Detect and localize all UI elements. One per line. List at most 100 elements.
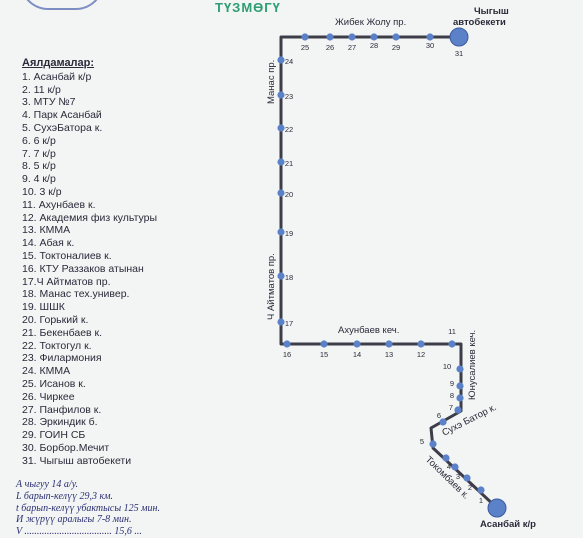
stop-number-label: 23	[285, 92, 293, 101]
legend-item: 9. 4 к/р	[22, 173, 56, 186]
legend-item: 1. Асанбай к/р	[22, 70, 92, 83]
stop-number-label: 18	[285, 273, 293, 282]
legend-item: 21. Бекенбаев к.	[22, 326, 103, 339]
stop-number-label: 10	[443, 362, 451, 371]
legend-item: 16. КТУ Раззаков атынан	[22, 262, 144, 275]
stop-marker	[456, 394, 464, 402]
stop-marker	[463, 474, 471, 482]
stop-number-label: 6	[437, 411, 441, 420]
stop-number-label: 27	[348, 43, 356, 52]
stop-marker	[456, 365, 464, 373]
route-info-speed: V ................................... 15…	[16, 526, 142, 538]
legend-item: 30. Борбор.Мечит	[22, 441, 110, 454]
legend-item: 4. Парк Асанбай	[22, 109, 102, 122]
stop-number-label: 26	[326, 43, 334, 52]
stop-marker	[456, 382, 464, 390]
stop-marker	[385, 340, 393, 348]
stop-number-label: 5	[420, 437, 424, 446]
stop-marker	[277, 318, 285, 326]
legend-item: 22. Токтогул к.	[22, 339, 92, 352]
stop-number-label: 19	[285, 229, 293, 238]
legend-heading: Аялдамалар:	[22, 57, 95, 69]
stop-marker	[477, 486, 485, 494]
stop-number-label: 4	[447, 462, 451, 471]
legend-item: 27. Панфилов к.	[22, 403, 102, 416]
stop-number-label: 7	[449, 403, 453, 412]
stop-number-label: 16	[283, 350, 291, 359]
terminal-east-label-line2: автобекети	[453, 17, 506, 28]
legend-item: 8. 5 к/р	[22, 160, 56, 173]
stop-number-label: 9	[450, 379, 454, 388]
stop-number-label: 24	[285, 57, 293, 66]
stop-number-label: 1	[479, 496, 483, 505]
stop-marker	[320, 340, 328, 348]
stop-number-label: 14	[353, 350, 361, 359]
stop-number-label: 13	[385, 350, 393, 359]
stop-marker	[277, 91, 285, 99]
stop-number-label: 20	[285, 190, 293, 199]
stop-marker	[370, 33, 378, 41]
street-label-aitmatov: Ч Айтматов пр.	[266, 253, 277, 320]
legend-item: 31. Чыгыш автобекети	[22, 454, 132, 467]
legend-item: 26. Чиркее	[22, 390, 75, 403]
stop-marker	[277, 189, 285, 197]
stop-marker	[454, 406, 462, 414]
stop-number-label: 2	[468, 483, 472, 492]
stop-number-label: 17	[285, 319, 293, 328]
route-info-time: t барып-келүү убактысы 125 мин.	[16, 502, 160, 514]
legend-item: 6. 6 к/р	[22, 134, 56, 147]
route-info-buses: А чыгуу 14 а/у.	[16, 479, 79, 490]
street-label-yunusaliev: Юнусалиев кеч.	[467, 330, 478, 400]
legend-item: 17.Ч Айтматов пр.	[22, 275, 111, 288]
stop-marker	[417, 340, 425, 348]
terminal-east-label-line1: Чыгыш	[474, 6, 509, 17]
legend-item: 24. КММА	[22, 365, 71, 378]
legend-item: 25. Исанов к.	[22, 377, 86, 390]
stop-number-label: 15	[320, 350, 328, 359]
terminal-stop-marker	[449, 27, 469, 47]
street-label-manas: Манас пр.	[266, 60, 277, 104]
stop-marker	[348, 33, 356, 41]
stop-number-label: 12	[417, 350, 425, 359]
stop-marker	[277, 272, 285, 280]
stop-marker	[326, 33, 334, 41]
stop-number-label: 3	[456, 472, 460, 481]
stop-number-label: 31	[455, 49, 463, 58]
route-info-length: L барып-келүү 29,3 км.	[16, 490, 114, 502]
terminal-south-marker	[487, 498, 507, 518]
legend-item: 10. 3 к/р	[22, 185, 62, 198]
stop-marker	[353, 340, 361, 348]
stop-marker	[277, 124, 285, 132]
stop-number-label: 29	[392, 43, 400, 52]
legend-item: 19. ШШК	[22, 301, 65, 314]
legend-item: 2. 11 к/р	[22, 83, 61, 96]
legend-item: 13. КММА	[22, 224, 71, 237]
legend-item: 29. ГОИН СБ	[22, 429, 86, 442]
stop-number-label: 30	[426, 41, 434, 50]
stop-marker	[426, 33, 434, 41]
street-label-zhibek-zholu: Жибек Жолу пр.	[335, 17, 406, 28]
stop-number-label: 21	[285, 159, 293, 168]
route-line	[279, 35, 499, 510]
stop-marker	[429, 440, 437, 448]
page-title: ТҮЗМӨГҮ	[215, 0, 281, 15]
legend-item: 5. СухэБатора к.	[22, 121, 103, 134]
street-label-akhunbaev: Ахунбаев кеч.	[338, 325, 399, 336]
terminal-south-label: Асанбай к/р	[480, 519, 536, 530]
stop-number-label: 11	[448, 327, 456, 336]
stop-marker	[442, 454, 450, 462]
stop-marker	[301, 33, 309, 41]
legend-item: 18. Манас тех.универ.	[22, 288, 130, 301]
legend-item: 3. МТУ №7	[22, 96, 76, 109]
stop-number-label: 25	[301, 43, 309, 52]
stop-number-label: 8	[450, 391, 454, 400]
stop-marker	[439, 418, 447, 426]
stop-marker	[448, 340, 456, 348]
stop-number-label: 22	[285, 125, 293, 134]
legend-item: 28. Эркиндик б.	[22, 416, 98, 429]
legend-item: 15. Токтоналиев к.	[22, 249, 112, 262]
stop-marker	[451, 463, 459, 471]
